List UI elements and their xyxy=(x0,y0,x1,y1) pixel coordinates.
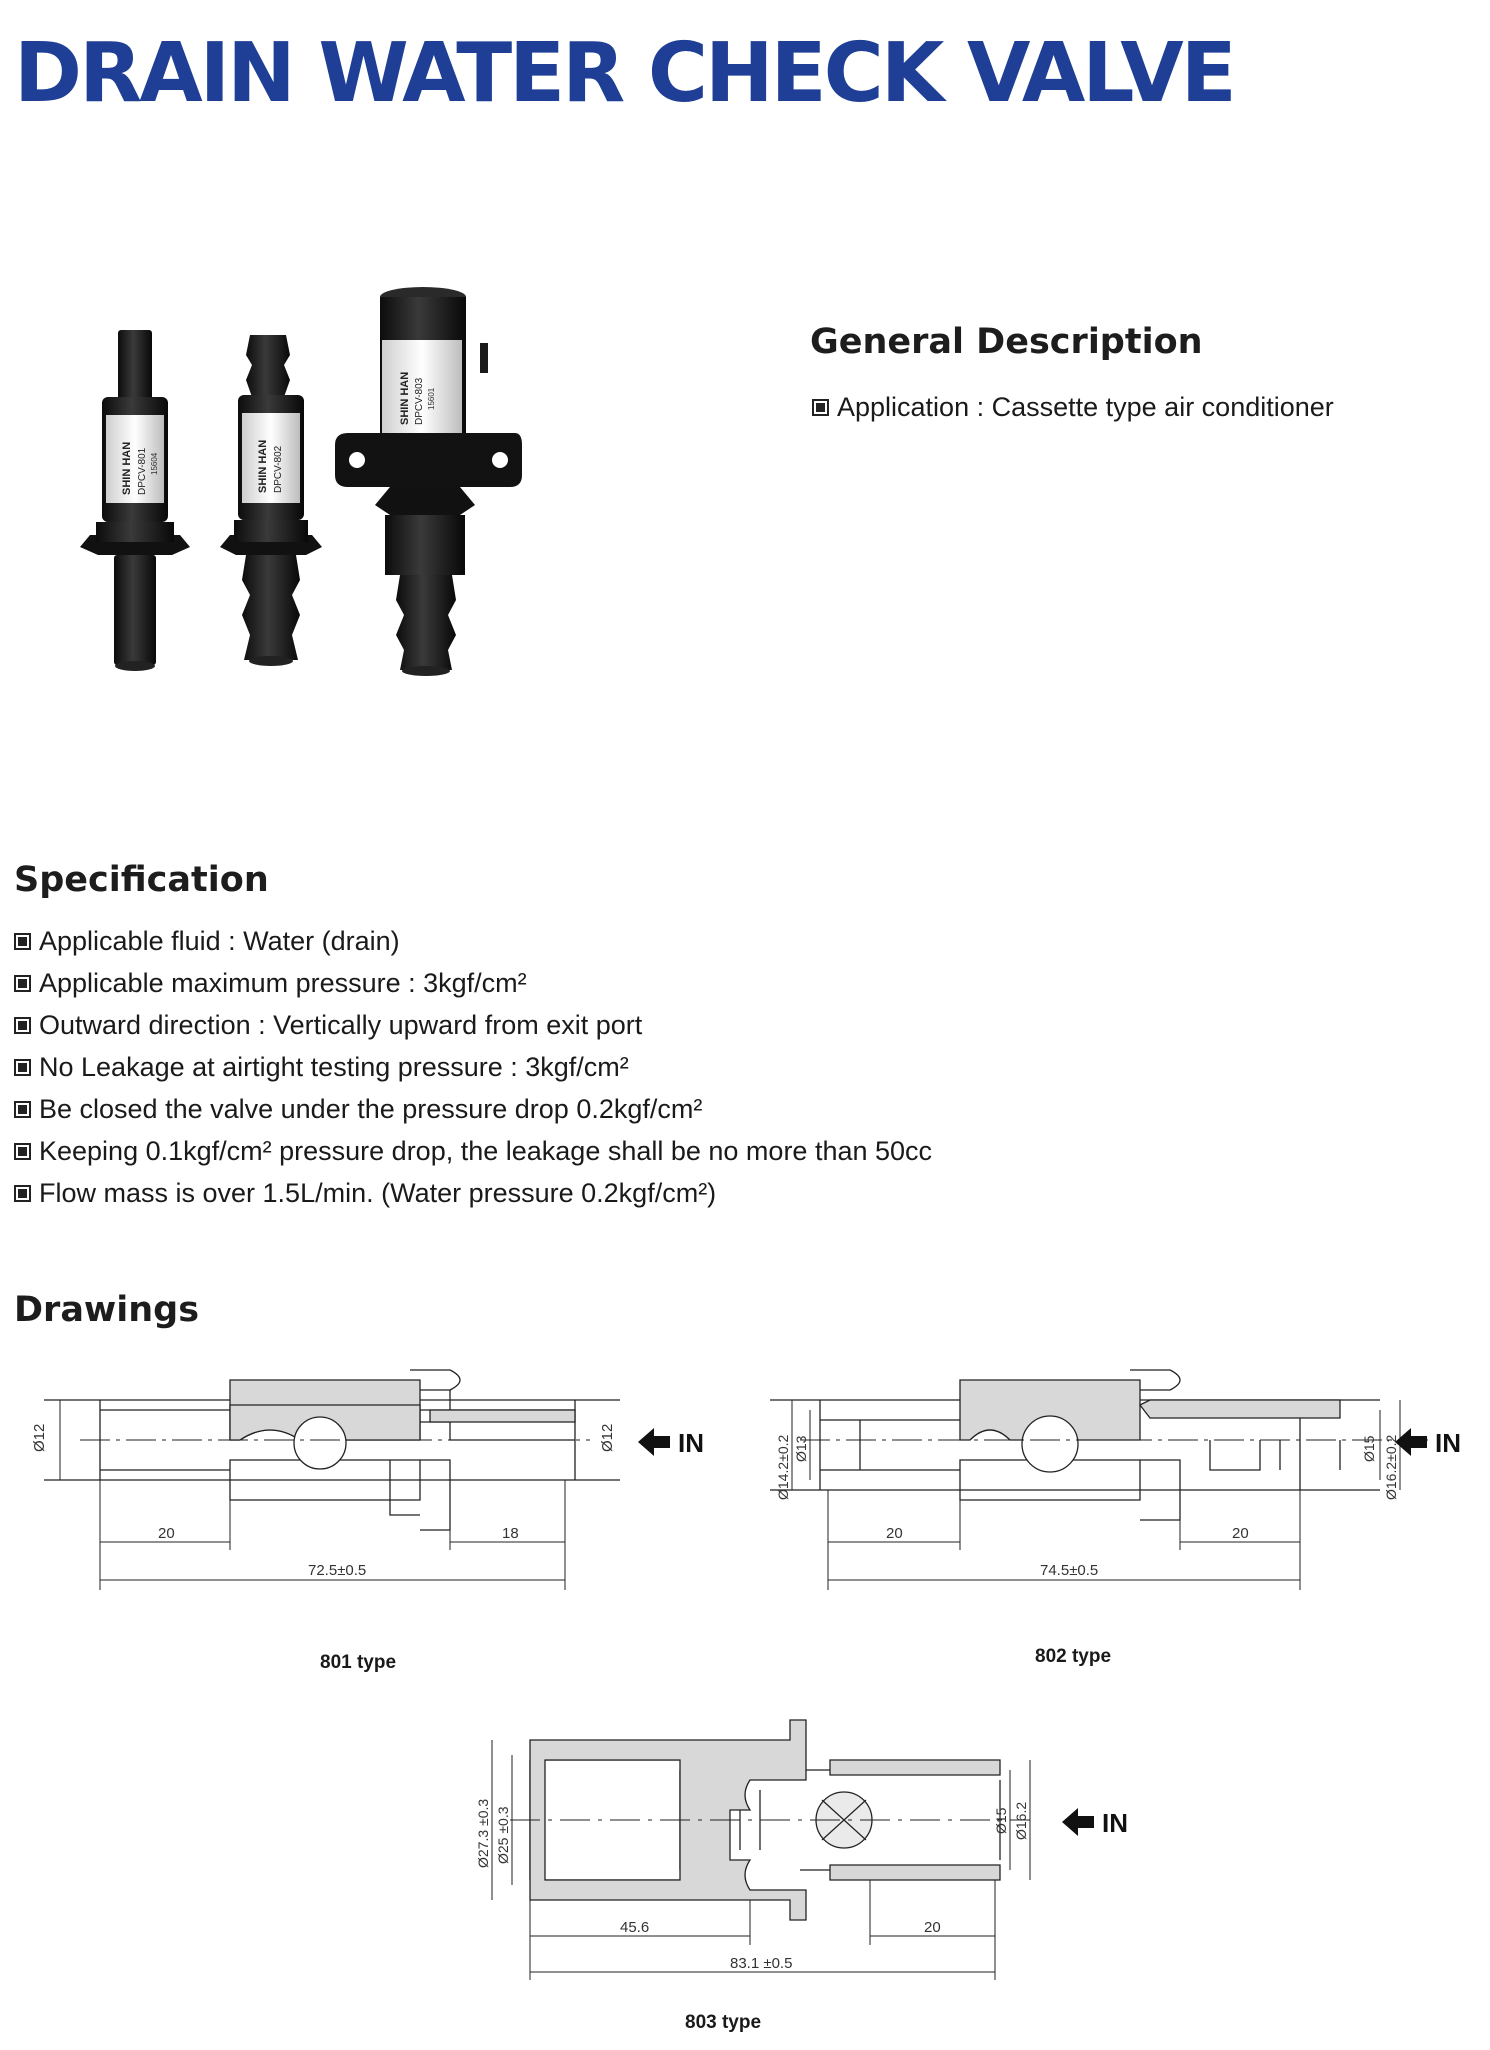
square-bullet-icon xyxy=(14,974,31,992)
product-photo: SHIN HAN DPCV-801 15604 SHIN HAN DPCV-80… xyxy=(80,287,522,676)
specification-heading: Specification xyxy=(14,860,269,900)
dim-803-total: 83.1 ±0.5 xyxy=(730,1955,792,1972)
spec-item: Keeping 0.1kgf/cm² pressure drop, the le… xyxy=(14,1130,932,1172)
dim-801-total: 72.5±0.5 xyxy=(308,1562,366,1579)
spec-item: No Leakage at airtight testing pressure … xyxy=(14,1046,932,1088)
dim-802-left: 20 xyxy=(886,1525,903,1542)
specification-list: Applicable fluid : Water (drain) Applica… xyxy=(14,920,932,1214)
valve-801-model: DPCV-801 xyxy=(137,447,148,495)
valve-802-image: SHIN HAN DPCV-802 xyxy=(220,335,322,666)
valve-802-model: DPCV-802 xyxy=(273,445,284,493)
spec-item: Applicable maximum pressure : 3kgf/cm² xyxy=(14,962,932,1004)
flow-802-label: IN xyxy=(1435,1428,1461,1458)
flow-arrow-icon xyxy=(638,1428,670,1456)
dim-803-dia-right-outer: Ø16.2 xyxy=(1013,1802,1029,1840)
square-bullet-icon xyxy=(14,1016,31,1034)
valve-802-brand: SHIN HAN xyxy=(257,440,269,493)
dim-801-dia-right: Ø12 xyxy=(599,1424,616,1452)
square-bullet-icon xyxy=(14,1100,31,1118)
dim-802-dia-left-outer: Ø14.2±0.2 xyxy=(775,1435,791,1500)
dim-803-dia-left-outer: Ø27.3 ±0.3 xyxy=(475,1799,491,1868)
caption-803: 803 type xyxy=(685,2012,762,2033)
general-description-heading: General Description xyxy=(810,322,1203,362)
spec-item: Flow mass is over 1.5L/min. (Water press… xyxy=(14,1172,932,1214)
spec-item: Outward direction : Vertically upward fr… xyxy=(14,1004,932,1046)
flow-803-label: IN xyxy=(1102,1808,1128,1838)
valve-803-brand: SHIN HAN xyxy=(399,372,411,425)
flow-arrow-icon xyxy=(1062,1808,1094,1836)
general-description-item: Application : Cassette type air conditio… xyxy=(812,390,1334,424)
valve-801-code: 15604 xyxy=(150,452,159,475)
drawing-803: Ø27.3 ±0.3 Ø25 ±0.3 Ø15 Ø16.2 45.6 20 83… xyxy=(475,1719,1128,1980)
caption-801: 801 type xyxy=(320,1652,397,1673)
dim-803-left: 45.6 xyxy=(620,1919,649,1936)
drawing-801: Ø12 Ø12 20 18 72.5±0.5 IN xyxy=(31,1369,704,1590)
dim-802-dia-left-inner: Ø13 xyxy=(793,1435,809,1462)
drawing-802: Ø14.2±0.2 Ø13 Ø15 Ø16.2±0.2 20 20 74.5±0… xyxy=(770,1369,1461,1590)
dim-802-total: 74.5±0.5 xyxy=(1040,1562,1098,1579)
dim-803-dia-right-inner: Ø15 xyxy=(993,1807,1009,1834)
spec-item: Be closed the valve under the pressure d… xyxy=(14,1088,932,1130)
dim-801-left: 20 xyxy=(158,1525,175,1542)
valve-803-model: DPCV-803 xyxy=(414,377,425,425)
dim-803-dia-left-inner: Ø25 ±0.3 xyxy=(495,1806,511,1864)
square-bullet-icon xyxy=(14,1184,31,1202)
valve-801-brand: SHIN HAN xyxy=(121,442,133,495)
square-bullet-icon xyxy=(14,1058,31,1076)
dim-802-dia-right-inner: Ø15 xyxy=(1361,1435,1377,1462)
square-bullet-icon xyxy=(812,398,829,416)
spec-item: Applicable fluid : Water (drain) xyxy=(14,920,932,962)
dim-802-dia-right-outer: Ø16.2±0.2 xyxy=(1383,1435,1399,1500)
valve-801-image: SHIN HAN DPCV-801 15604 xyxy=(80,330,190,671)
dim-802-right: 20 xyxy=(1232,1525,1249,1542)
dim-801-right: 18 xyxy=(502,1525,519,1542)
caption-802: 802 type xyxy=(1035,1646,1112,1667)
square-bullet-icon xyxy=(14,1142,31,1160)
valve-803-code: 15601 xyxy=(427,387,436,410)
flow-arrow-icon xyxy=(1395,1428,1427,1456)
drawings-heading: Drawings xyxy=(14,1290,200,1330)
dim-801-dia-left: Ø12 xyxy=(31,1424,48,1452)
valve-803-image: SHIN HAN DPCV-803 15601 xyxy=(335,287,522,676)
square-bullet-icon xyxy=(14,932,31,950)
flow-801-label: IN xyxy=(678,1428,704,1458)
page-title: DRAIN WATER CHECK VALVE xyxy=(14,26,1237,121)
dim-803-right: 20 xyxy=(924,1919,941,1936)
